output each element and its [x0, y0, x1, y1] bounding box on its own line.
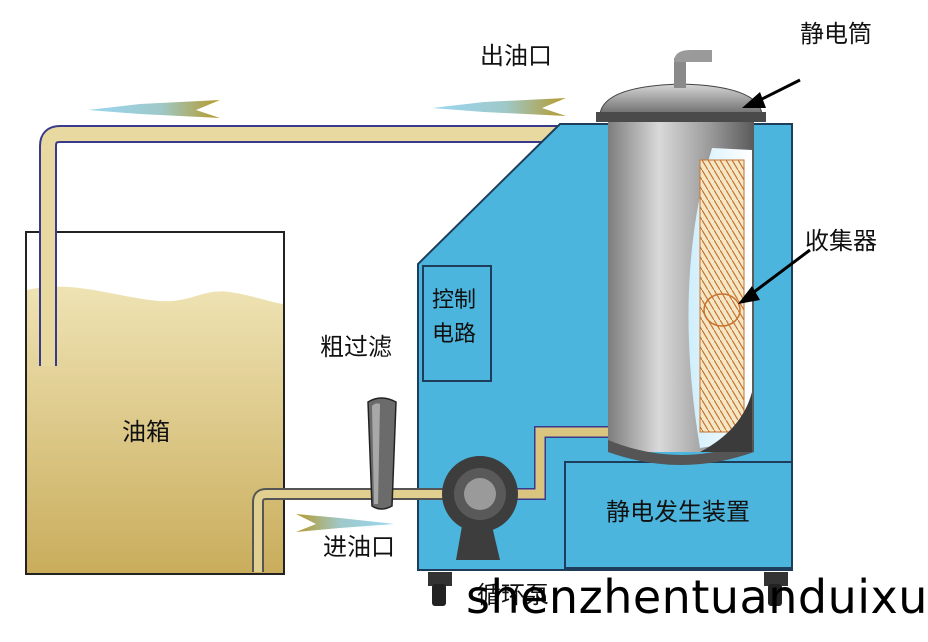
return-pipe [39, 125, 690, 366]
cylinder-cap [596, 50, 766, 122]
oil-tank [25, 231, 285, 575]
static-generator-box [564, 461, 793, 569]
control-circuit-label-line2: 电路 [432, 322, 477, 348]
static-generator-label: 静电发生装置 [606, 498, 750, 526]
flow-arrow-top-left [88, 100, 220, 118]
static-cylinder-label: 静电筒 [800, 20, 872, 48]
circulation-pump-label: 循环泵 [477, 581, 549, 609]
watermark-text: shenzhentuanduixun [466, 570, 928, 624]
flow-arrow-top-right [432, 98, 566, 116]
circulation-pump [442, 456, 518, 560]
cabinet-wheels [428, 572, 788, 606]
pointer-arrow-cylinder [742, 78, 801, 108]
collector [699, 159, 745, 433]
static-cylinder [608, 112, 754, 465]
oil-tank-label: 油箱 [122, 418, 170, 446]
pointer-arrow-collector [738, 248, 811, 304]
oil-inlet-label: 进油口 [323, 533, 395, 561]
oil-outlet-label: 出油口 [480, 42, 552, 70]
flow-arrow-inlet [296, 514, 394, 532]
collector-label: 收集器 [805, 227, 877, 255]
coarse-filter [367, 397, 397, 510]
inlet-pipe [252, 426, 612, 572]
control-circuit-box [422, 265, 492, 382]
control-circuit-label: 控制 电路 [432, 284, 476, 352]
coarse-filter-label: 粗过滤 [320, 333, 392, 361]
control-circuit-label-line1: 控制 [432, 288, 477, 313]
